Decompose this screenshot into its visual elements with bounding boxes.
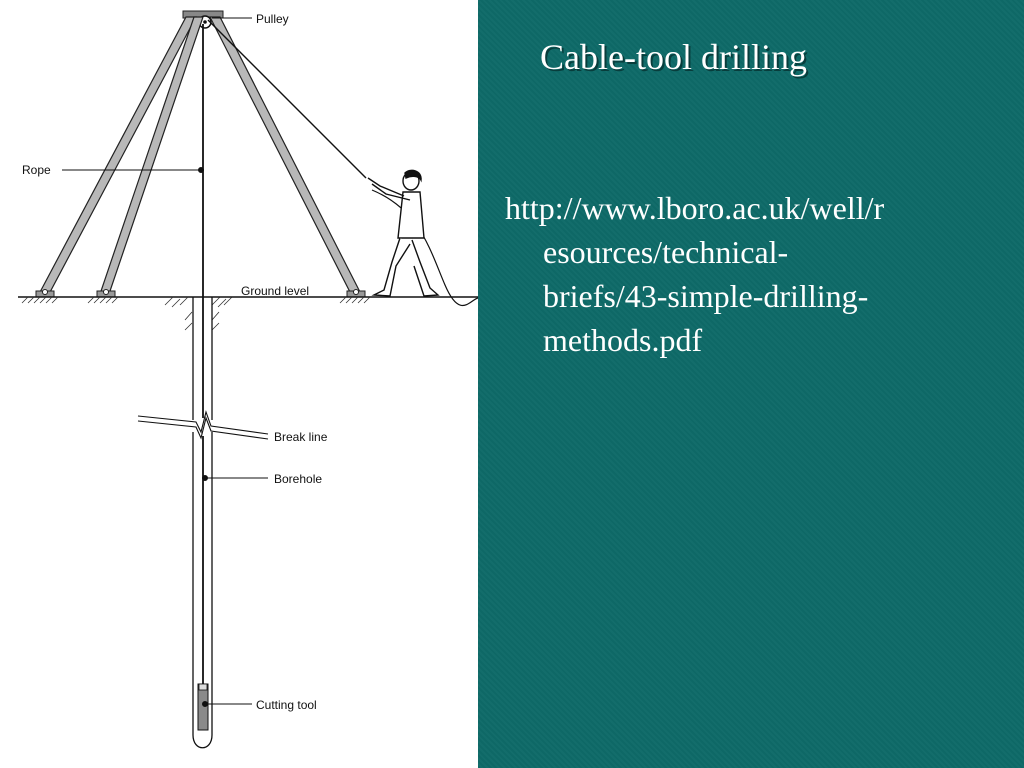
label-cutting-tool: Cutting tool [256, 698, 317, 712]
label-break-line: Break line [274, 430, 328, 444]
label-rope: Rope [22, 163, 51, 177]
break-line [137, 410, 269, 435]
ground-hatching [21, 296, 371, 331]
leader-lines [62, 17, 268, 707]
pull-rope [207, 19, 367, 179]
label-pulley: Pulley [256, 12, 289, 26]
slide-title: Cable-tool drilling [540, 37, 807, 77]
borehole-bottom [192, 734, 213, 749]
label-ground-level: Ground level [241, 284, 309, 298]
source-url[interactable]: http://www.lboro.ac.uk/well/r esources/t… [505, 186, 1000, 362]
url-line-4: methods.pdf [543, 322, 703, 358]
leg-feet [35, 289, 366, 298]
tripod-leg-right [209, 16, 362, 295]
cable-tool-diagram-panel: Pulley Rope Ground level Break line Bore… [0, 0, 478, 768]
url-line-2: esources/technical- [543, 234, 789, 270]
label-borehole: Borehole [274, 472, 322, 486]
url-line-3: briefs/43-simple-drilling- [543, 278, 869, 314]
url-line-1: http://www.lboro.ac.uk/well/r [505, 190, 885, 226]
person-figure [367, 169, 440, 297]
cutting-tool [197, 683, 209, 731]
tripod-legs [38, 16, 362, 295]
cable-tool-diagram: Pulley Rope Ground level Break line Bore… [18, 10, 478, 749]
